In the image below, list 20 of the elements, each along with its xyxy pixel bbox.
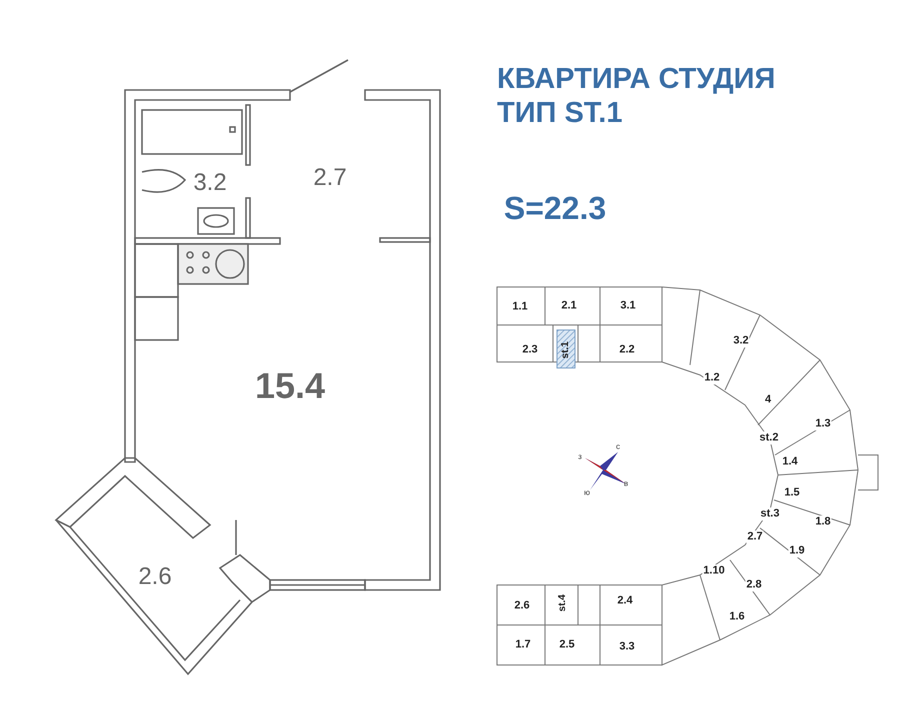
compass-direction-label: ю [584, 489, 590, 497]
apartment-number: 2.8 [745, 578, 763, 592]
plan-title: КВАРТИРА СТУДИЯ ТИП ST.1 [497, 62, 776, 130]
apartment-number: st.2 [758, 432, 780, 444]
apartment-number: st.4 [558, 594, 568, 612]
room-area-label: 2.6 [138, 565, 172, 589]
compass-direction-label: з [578, 453, 582, 461]
apartment-number: 1.2 [703, 372, 721, 384]
apartment-number: 1.9 [788, 544, 806, 558]
room-area-label: 2.7 [313, 166, 347, 190]
compass-direction-label: в [624, 480, 628, 488]
apartment-number: 3.2 [732, 334, 750, 348]
apartment-number: 1.3 [814, 418, 832, 430]
room-area-label: 3.2 [193, 171, 227, 195]
apartment-number: st.1 [561, 341, 571, 359]
room-area-label: 15.4 [254, 368, 326, 404]
compass-direction-label: с [616, 443, 620, 451]
apartment-number: 2.7 [746, 530, 764, 544]
total-area-label: S=22.3 [504, 192, 606, 224]
apartment-number: st.3 [760, 508, 780, 520]
